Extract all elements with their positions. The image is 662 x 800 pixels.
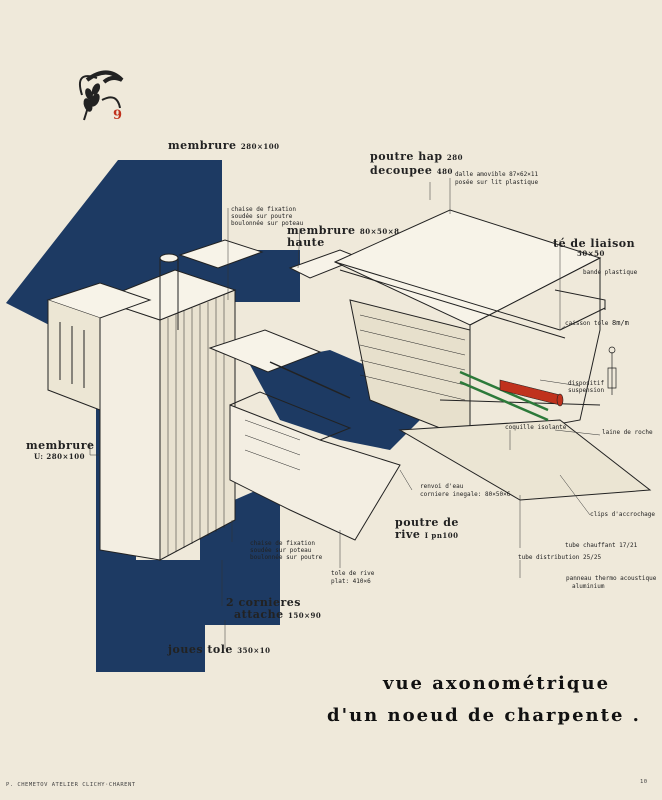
label-membrure-left: membrure U: 280×100 [26, 439, 95, 461]
footer-credit: P. CHEMETOV ATELIER CLICHY·CHARENT [6, 782, 136, 788]
label-poutre-rive: poutre de rive I pn100 [395, 516, 459, 541]
label-membrure-top: membrure 280×100 [168, 139, 280, 152]
suspension-hook [607, 346, 617, 395]
label-coquille: coquille isolante [505, 424, 567, 431]
label-tube-distribution: tube distribution 25/25 [518, 554, 602, 561]
label-laine: laine de roche [602, 429, 653, 436]
label-clips: clips d'accrochage [590, 511, 656, 518]
label-tube-chauffant: tube chauffant 17/21 [565, 542, 638, 549]
wheat-logo [78, 70, 124, 121]
corner-mark: 10 [640, 779, 648, 785]
label-poutre-hap: poutre hap 280 decoupee 480 [370, 150, 464, 177]
column-front [99, 299, 161, 561]
label-te-liaison: té de liaison 50×50 [553, 237, 636, 259]
floor-panel [398, 419, 652, 501]
column-top [98, 269, 237, 321]
label-bande: bande plastique [583, 269, 638, 276]
plate-number: 9 [113, 108, 123, 123]
title-line-2: d'un noeud de charpente . [327, 705, 641, 726]
label-cornieres: 2 cornieres attache 150×90 [226, 596, 322, 622]
title-line-1: vue axonométrique [383, 673, 611, 694]
tee-rail [334, 261, 606, 339]
label-membrure-haute: membrure 80×50×8 haute [287, 224, 400, 250]
shadow-plane-lower [96, 400, 280, 672]
label-joues-tole: joues tole 350×10 [168, 643, 271, 656]
post-tube [159, 258, 179, 330]
label-caisson: caisson tole 8m/m [565, 319, 629, 327]
upper-plate [208, 329, 322, 373]
